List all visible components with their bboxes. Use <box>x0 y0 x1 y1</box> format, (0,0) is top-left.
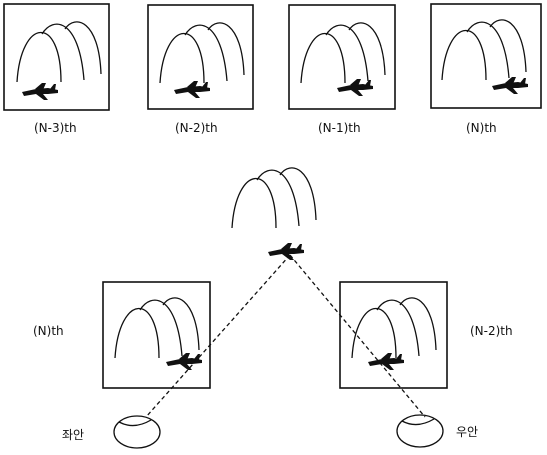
eye-label-left: 좌안 <box>62 428 84 442</box>
frame-label: (N-1)th <box>318 121 361 135</box>
frame-label: (N-3)th <box>34 121 77 135</box>
sight-lines <box>145 254 426 418</box>
eye-label-right: 우안 <box>456 425 478 439</box>
bottom-frame-left: (N)th <box>33 281 211 389</box>
frame-label: (N-2)th <box>175 121 218 135</box>
eye-icon <box>396 414 444 448</box>
airplane-icon <box>268 243 304 260</box>
frame-label-right: (N-2)th <box>470 324 513 338</box>
frame-label-left: (N)th <box>33 324 64 338</box>
right-eye: 우안 <box>396 414 478 448</box>
right-sight-line <box>289 254 426 418</box>
left-eye: 좌안 <box>62 415 161 449</box>
top-frame-1: (N-3)th <box>3 3 110 135</box>
frame-label: (N)th <box>466 121 497 135</box>
top-frame-2: (N-2)th <box>147 4 254 135</box>
top-frame-3: (N-1)th <box>288 4 396 135</box>
perceived-object <box>231 167 317 260</box>
top-frame-4: (N)th <box>430 3 542 135</box>
arches-icon <box>231 167 317 229</box>
eye-icon <box>113 415 161 449</box>
bottom-frame-right: (N-2)th <box>339 281 513 389</box>
left-sight-line <box>145 254 291 418</box>
